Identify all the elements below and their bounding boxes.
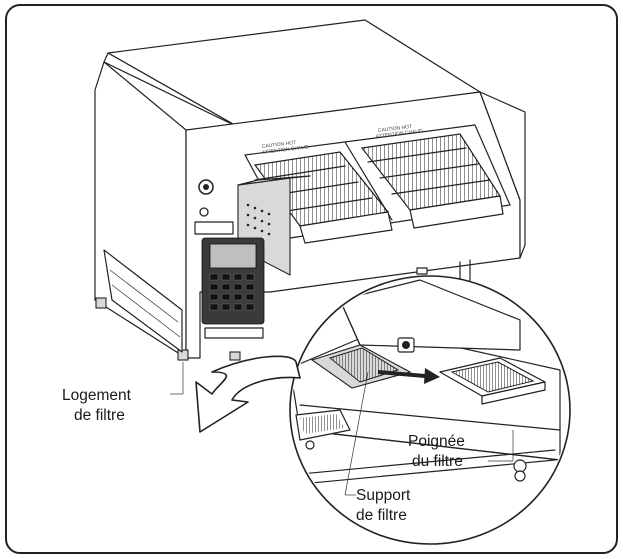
keypad-panel xyxy=(201,237,265,339)
svg-text:de filtre: de filtre xyxy=(356,507,407,524)
svg-text:Logement: Logement xyxy=(62,387,132,404)
label-filter-support: Support de filtre xyxy=(344,371,411,524)
caution-label-left: CAUTION HOT xyxy=(262,140,297,150)
zoom-pointer-arrow xyxy=(195,355,301,433)
caution-label-right: CAUTION HOT xyxy=(378,124,413,134)
svg-text:Support: Support xyxy=(356,487,411,504)
label-filter-housing: Logement de filtre xyxy=(62,362,184,424)
svg-text:du filtre: du filtre xyxy=(412,453,463,470)
diagram-frame xyxy=(5,4,618,554)
svg-text:ATTENTION CHAUD: ATTENTION CHAUD xyxy=(376,128,424,140)
svg-text:de filtre: de filtre xyxy=(74,407,125,424)
svg-text:Poignée: Poignée xyxy=(408,433,465,450)
indicator-light-icon xyxy=(199,207,209,217)
label-filter-handle: Poignée du filtre xyxy=(408,430,514,470)
zoom-detail-circle xyxy=(289,275,571,545)
svg-text:ATTENTION CHAUD: ATTENTION CHAUD xyxy=(262,144,310,156)
conveyor-rack-right xyxy=(360,133,504,229)
conveyor-toaster: CAUTION HOT ATTENTION CHAUD CAUTION HOT … xyxy=(94,19,526,361)
